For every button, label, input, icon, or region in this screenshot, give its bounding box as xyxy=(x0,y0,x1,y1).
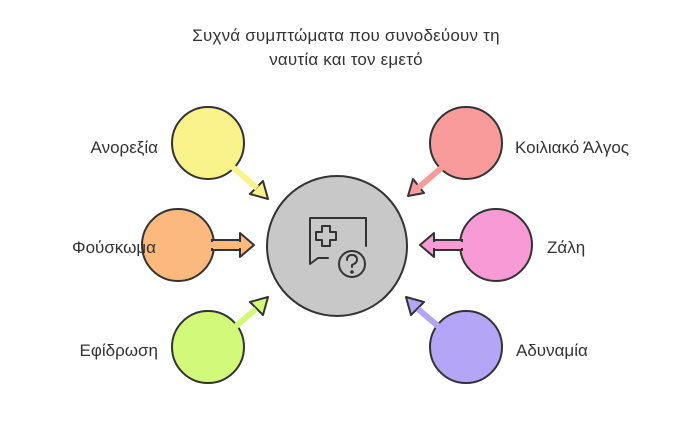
node-circle xyxy=(429,310,503,384)
node-circle xyxy=(459,208,533,282)
arrow-head xyxy=(249,296,269,316)
symptom-node-bloating xyxy=(141,208,255,282)
symptom-node-anorexia xyxy=(171,106,269,200)
node-circle xyxy=(429,106,503,180)
label-sweating: Εφίδρωση xyxy=(79,341,159,360)
label-anorexia: Ανορεξία xyxy=(90,138,158,157)
label-dizziness: Ζάλη xyxy=(547,238,586,257)
symptom-node-weakness xyxy=(405,296,503,384)
label-bloating: Φούσκωμα xyxy=(72,238,156,257)
arrow-head xyxy=(419,232,435,258)
node-circle xyxy=(171,310,245,384)
arrow-head xyxy=(405,296,425,316)
label-abdominal-pain: Κοιλιακό Άλγος xyxy=(515,138,629,157)
symptom-node-abdominal-pain xyxy=(407,106,503,197)
medical-chat-question-icon xyxy=(309,217,367,278)
center-node xyxy=(266,175,408,317)
node-circle xyxy=(171,106,245,180)
center-circle xyxy=(266,175,408,317)
arrow-head xyxy=(239,232,255,258)
diagram-title-line-1: Συχνά συμπτώματα που συνοδεύουν τη xyxy=(192,26,500,45)
symptom-node-sweating xyxy=(171,296,269,384)
label-weakness: Αδυναμία xyxy=(516,341,588,360)
diagram-title-line-2: ναυτία και τον εμετό xyxy=(269,50,423,69)
symptom-node-dizziness xyxy=(419,208,533,282)
